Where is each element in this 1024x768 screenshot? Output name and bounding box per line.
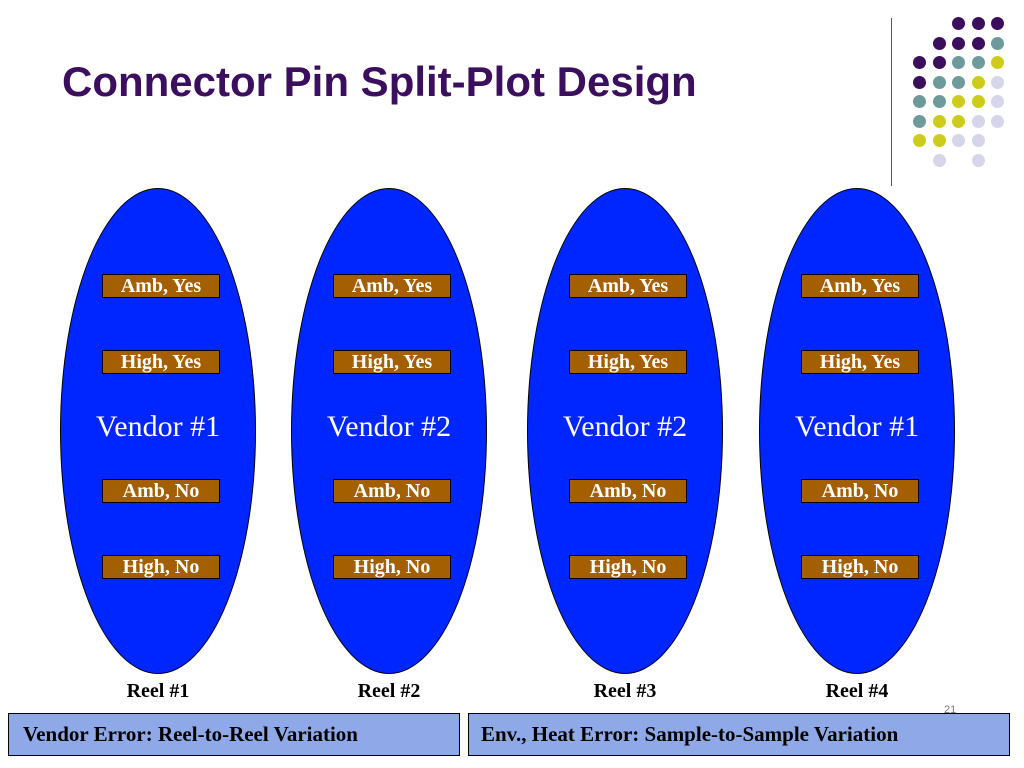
decorative-dot (932, 134, 946, 147)
treatment-label: Amb, Yes (333, 274, 451, 298)
treatment-label: Amb, Yes (569, 274, 687, 298)
decorative-dot (971, 153, 985, 167)
decorative-dot (913, 134, 926, 147)
decorative-dot (952, 134, 965, 147)
decorative-dot (991, 75, 1004, 89)
vendor-error-box: Vendor Error: Reel-to-Reel Variation (8, 713, 460, 756)
reel-ellipse (291, 188, 487, 674)
decorative-dot (971, 114, 985, 128)
treatment-label: High, No (801, 555, 919, 579)
decorative-dot (913, 114, 926, 128)
reel-label: Reel #1 (126, 680, 190, 702)
decorative-dot (952, 36, 965, 50)
treatment-label: Amb, No (102, 479, 220, 503)
decorative-dot (952, 17, 965, 30)
treatment-label: High, Yes (801, 350, 919, 374)
reel-ellipse (759, 188, 955, 674)
decorative-dot (991, 114, 1004, 128)
decorative-dot (952, 95, 965, 108)
decorative-dot (932, 56, 946, 69)
decorative-dot (991, 36, 1004, 50)
decorative-dot (991, 56, 1004, 69)
decorative-dot (991, 17, 1004, 30)
slide-title: Connector Pin Split-Plot Design (62, 58, 697, 105)
decorative-dot (932, 153, 946, 167)
treatment-label: Amb, No (333, 479, 451, 503)
decorative-dot (952, 75, 965, 89)
decorative-dot (913, 56, 926, 69)
decorative-dot (932, 114, 946, 128)
treatment-label: High, Yes (102, 350, 220, 374)
treatment-label: Amb, No (569, 479, 687, 503)
decorative-dot (991, 95, 1004, 108)
vendor-label: Vendor #1 (794, 410, 920, 443)
decorative-dot (932, 36, 946, 50)
reel-ellipse (60, 188, 256, 674)
decorative-dot (913, 95, 926, 108)
page-number: 21 (944, 704, 957, 716)
treatment-label: High, Yes (333, 350, 451, 374)
treatment-label: Amb, Yes (102, 274, 220, 298)
vendor-label: Vendor #2 (326, 410, 452, 443)
treatment-label: Amb, Yes (801, 274, 919, 298)
decorative-dot (913, 75, 926, 89)
reel-ellipse (527, 188, 723, 674)
decorative-dot (971, 17, 985, 30)
decorative-dot (952, 114, 965, 128)
decorative-dot (971, 95, 985, 108)
treatment-label: Amb, No (801, 479, 919, 503)
reel-label: Reel #2 (357, 680, 421, 702)
decorative-vertical-line (891, 18, 892, 186)
decorative-dot (971, 134, 985, 147)
decorative-dot (932, 95, 946, 108)
reel-label: Reel #3 (593, 680, 657, 702)
reel-label: Reel #4 (825, 680, 889, 702)
decorative-dot (932, 75, 946, 89)
decorative-dot (971, 56, 985, 69)
treatment-label: High, No (333, 555, 451, 579)
decorative-dot (971, 75, 985, 89)
decorative-dot (952, 56, 965, 69)
treatment-label: High, No (569, 555, 687, 579)
treatment-label: High, Yes (569, 350, 687, 374)
decorative-dot (971, 36, 985, 50)
vendor-label: Vendor #2 (562, 410, 688, 443)
vendor-label: Vendor #1 (95, 410, 221, 443)
env-error-box: Env., Heat Error: Sample-to-Sample Varia… (468, 713, 1010, 756)
treatment-label: High, No (102, 555, 220, 579)
